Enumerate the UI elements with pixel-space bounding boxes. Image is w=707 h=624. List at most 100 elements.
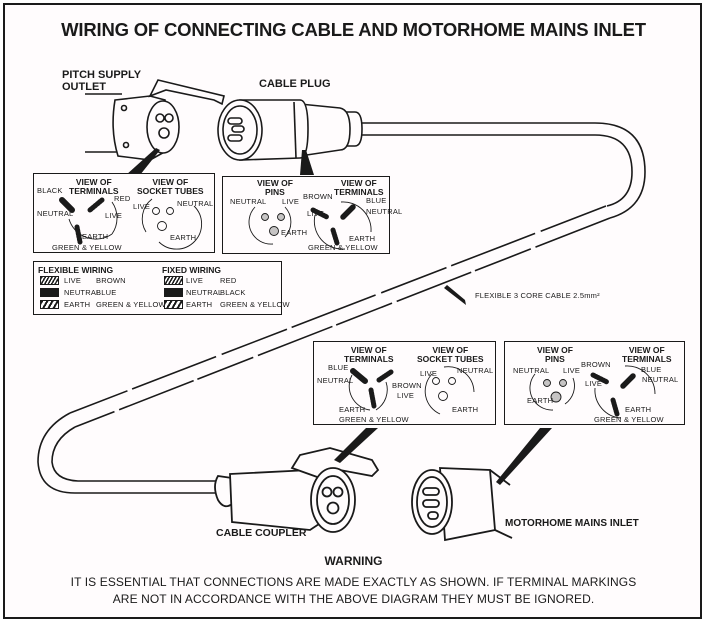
legend-fixed-title: FIXED WIRING xyxy=(162,265,222,275)
callout-pointers xyxy=(126,148,552,485)
pitch-supply-outlet-label: PITCH SUPPLY OUTLET xyxy=(62,69,141,93)
motorhome-mains-inlet-label: MOTORHOME MAINS INLET xyxy=(505,518,639,529)
coupler-terminal-drawing xyxy=(348,366,475,415)
legend-neutral-swatch xyxy=(40,288,59,297)
warning-text-line1: IT IS ESSENTIAL THAT CONNECTIONS ARE MAD… xyxy=(70,575,637,589)
plug-wiring-panel: VIEW OF PINS VIEW OF TERMINALS NEUTRAL L… xyxy=(222,176,402,254)
inlet-green-yellow-label: GREEN & YELLOW xyxy=(594,415,664,424)
inlet-wiring-panel: VIEW OF PINS VIEW OF TERMINALS NEUTRAL L… xyxy=(504,341,685,425)
heading-line: PINS xyxy=(265,187,285,197)
plug-pin-live-label: LIVE xyxy=(282,197,300,206)
outlet-tube-earth-label: EARTH xyxy=(170,233,197,242)
pitch-supply-outlet-label-line2: OUTLET xyxy=(62,81,106,93)
heading-line: VIEW OF xyxy=(350,345,387,355)
legend-flex-earth: EARTH xyxy=(64,300,91,309)
plug-pin-neutral-label: NEUTRAL xyxy=(230,197,267,206)
heading-line: VIEW OF xyxy=(257,178,293,188)
outlet-terminal-drawing xyxy=(59,197,203,250)
flexible-cable-label: FLEXIBLE 3 CORE CABLE 2.5mm² xyxy=(475,291,600,300)
outlet-tube-live-label: LIVE xyxy=(133,202,151,211)
legend-flex-live: LIVE xyxy=(64,276,82,285)
legend-fixed-earth-colour: GREEN & YELLOW xyxy=(220,300,290,309)
coupler-blue-label: BLUE xyxy=(328,363,349,372)
heading-line: VIEW OF xyxy=(432,345,469,355)
outlet-pointer xyxy=(126,148,160,175)
plug-terminal-drawing xyxy=(248,201,372,250)
flexible-cable xyxy=(37,122,646,494)
coupler-green-yellow-label: GREEN & YELLOW xyxy=(339,415,409,424)
plug-pointer xyxy=(300,150,314,175)
inlet-pointer xyxy=(496,428,552,485)
outlet-neutral-label: NEUTRAL xyxy=(37,209,74,218)
outlet-green-yellow-label: GREEN & YELLOW xyxy=(52,243,122,252)
warning-text-line2: ARE NOT IN ACCORDANCE WITH THE ABOVE DIA… xyxy=(112,592,595,606)
outlet-earth-label: EARTH xyxy=(82,232,109,241)
heading-line: PINS xyxy=(545,354,565,364)
coupler-tube-earth-label: EARTH xyxy=(452,405,479,414)
inlet-terminal-drawing xyxy=(529,365,656,419)
heading-line: VIEW OF xyxy=(628,345,665,355)
pitch-supply-outlet-illustration xyxy=(112,79,225,161)
legend-flex-live-colour: BROWN xyxy=(96,276,126,285)
coupler-brown-label: BROWN xyxy=(392,381,422,390)
heading-line: TERMINALS xyxy=(334,187,384,197)
motorhome-mains-inlet-illustration xyxy=(411,467,513,542)
legend-fixed-neutral-colour: BLACK xyxy=(220,288,246,297)
plug-earth-label: EARTH xyxy=(349,234,376,243)
coupler-socket-tubes-heading: VIEW OF SOCKET TUBES xyxy=(417,346,484,364)
heading-line: TERMINALS xyxy=(344,354,394,364)
inlet-blue-label: BLUE xyxy=(641,365,662,374)
coupler-terminals-heading: VIEW OF TERMINALS xyxy=(344,346,394,364)
inlet-brown-label: BROWN xyxy=(581,360,611,369)
outlet-wiring-panel: VIEW OF TERMINALS VIEW OF SOCKET TUBES B… xyxy=(33,173,215,253)
heading-line: VIEW OF xyxy=(75,177,112,187)
heading-line: SOCKET TUBES xyxy=(137,186,204,196)
legend-flex-earth-colour: GREEN & YELLOW xyxy=(96,300,166,309)
legend-fixed-earth: EARTH xyxy=(186,300,213,309)
outlet-socket-tubes-heading: VIEW OF SOCKET TUBES xyxy=(137,178,204,196)
legend-live-swatch xyxy=(164,276,183,285)
heading-line: SOCKET TUBES xyxy=(417,354,484,364)
coupler-earth-label: EARTH xyxy=(339,405,366,414)
plug-live-label: LIVE xyxy=(307,209,325,218)
legend-flex-neutral: NEUTRAL xyxy=(64,288,101,297)
legend-live-swatch xyxy=(40,276,59,285)
plug-pins-heading: VIEW OF PINS xyxy=(257,179,293,197)
inlet-earth-label: EARTH xyxy=(625,405,652,414)
legend-flexible-title: FLEXIBLE WIRING xyxy=(38,265,114,275)
outlet-terminals-heading: VIEW OF TERMINALS xyxy=(69,178,119,196)
inlet-terminals-heading: VIEW OF TERMINALS xyxy=(622,346,672,364)
legend-earth-swatch xyxy=(164,300,183,309)
coupler-wiring-panel: VIEW OF TERMINALS VIEW OF SOCKET TUBES B… xyxy=(313,341,496,425)
inlet-pin-earth-label: EARTH xyxy=(527,396,554,405)
coupler-live-label: LIVE xyxy=(397,391,415,400)
legend-fixed-live-colour: RED xyxy=(220,276,237,285)
cable-plug-label: CABLE PLUG xyxy=(259,78,331,90)
outlet-live-label: LIVE xyxy=(105,211,123,220)
plug-blue-label: BLUE xyxy=(366,196,387,205)
heading-line: TERMINALS xyxy=(622,354,672,364)
outlet-black-label: BLACK xyxy=(37,186,63,195)
plug-green-yellow-label: GREEN & YELLOW xyxy=(308,243,378,252)
legend-neutral-swatch xyxy=(164,288,183,297)
coupler-pointer xyxy=(334,428,378,463)
coupler-tube-live-label: LIVE xyxy=(420,369,438,378)
outlet-red-label: RED xyxy=(114,194,131,203)
plug-neutral-label: NEUTRAL xyxy=(366,207,403,216)
inlet-pins-heading: VIEW OF PINS xyxy=(537,346,573,364)
warning-heading: WARNING xyxy=(324,554,383,568)
inlet-pin-live-label: LIVE xyxy=(563,366,581,375)
heading-line: VIEW OF xyxy=(537,345,573,355)
plug-terminals-heading: VIEW OF TERMINALS xyxy=(334,179,384,197)
cable-coupler-label: CABLE COUPLER xyxy=(216,527,307,539)
cable-plug-illustration xyxy=(217,99,363,161)
inlet-live-label: LIVE xyxy=(585,379,603,388)
legend-earth-swatch xyxy=(40,300,59,309)
heading-line: VIEW OF xyxy=(152,177,189,187)
coupler-neutral-label: NEUTRAL xyxy=(317,376,354,385)
plug-pin-earth-label: EARTH xyxy=(281,228,308,237)
legend-fixed-neutral: NEUTRAL xyxy=(186,288,223,297)
cable-label-pointer xyxy=(444,285,466,305)
inlet-neutral-label: NEUTRAL xyxy=(642,375,679,384)
